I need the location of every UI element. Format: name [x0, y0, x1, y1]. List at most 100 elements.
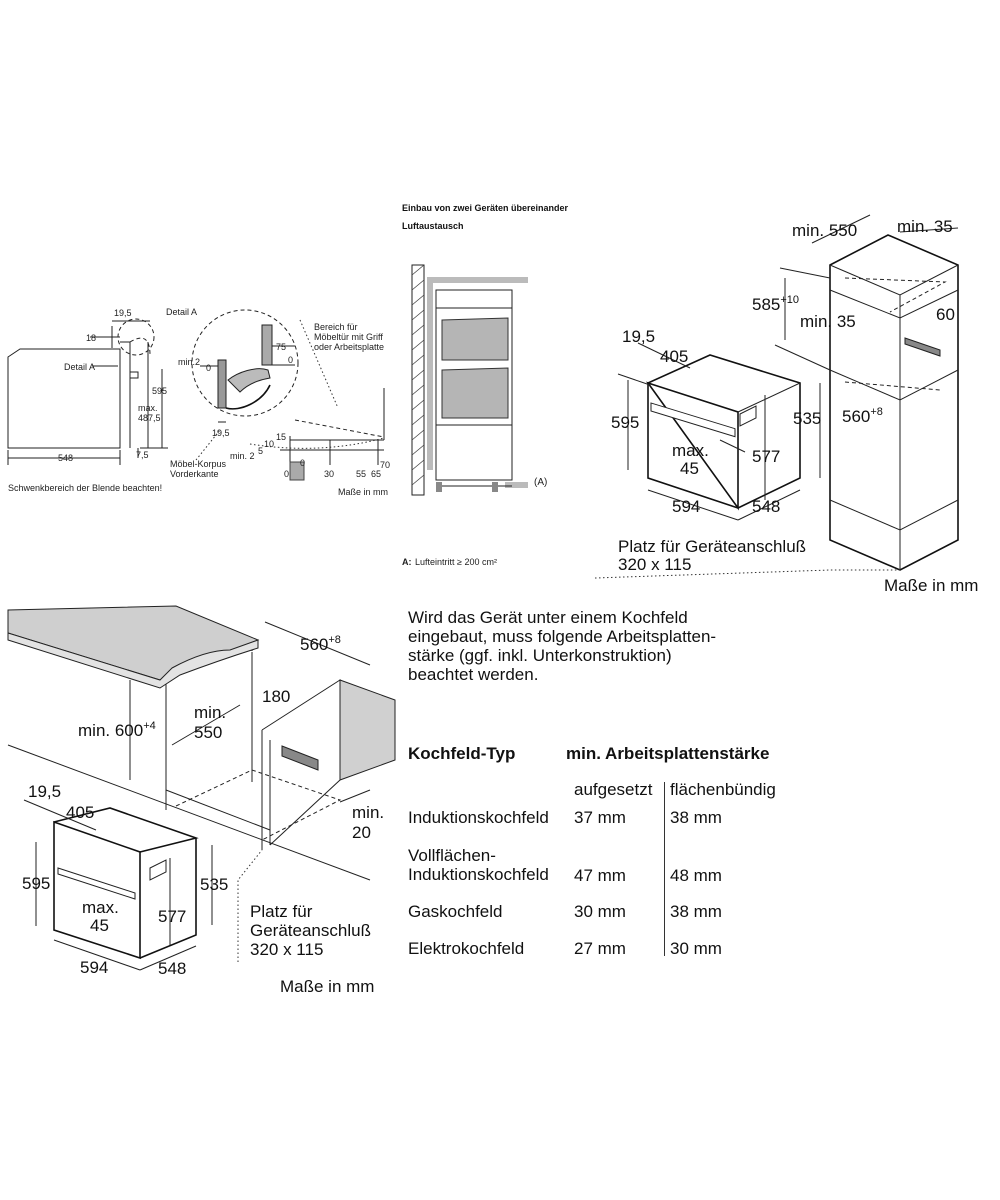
dim-585: 585+10 — [752, 294, 799, 314]
dim-595: 595 — [152, 386, 167, 396]
worktop-note: Wird das Gerät unter einem Kochfeld eing… — [408, 608, 828, 684]
detail-75: 75 — [276, 342, 286, 352]
dim-560-bottom: 560+8 — [300, 634, 341, 654]
dim-180: 180 — [262, 687, 290, 706]
dim-595-bottom: 595 — [22, 874, 50, 893]
detail-a-marker — [117, 318, 155, 356]
swivel-0-a: 0 — [300, 458, 305, 468]
note-line: beachtet werden. — [408, 665, 539, 684]
stacked-installation-diagram: Einbau von zwei Geräten übereinander Luf… — [402, 203, 569, 567]
appliance-frame — [261, 324, 273, 366]
swivel-min-2: min. 2 — [230, 451, 255, 461]
dim-548-right: 548 — [752, 497, 780, 516]
note-line: eingebaut, muss folgende Arbeitsplatten- — [408, 627, 717, 646]
area-note-1: Bereich für — [314, 322, 358, 332]
inlet-marker: (A) — [534, 477, 547, 488]
swivel-0-b: 0 — [284, 469, 289, 479]
oven-side-outline — [7, 348, 121, 449]
dim-max: max. — [138, 403, 158, 413]
tall-cabinet — [829, 234, 959, 571]
col-header-min-thickness: min. Arbeitsplattenstärke — [566, 744, 770, 763]
dim-548: 548 — [58, 453, 73, 463]
note-line: Wird das Gerät unter einem Kochfeld — [408, 608, 688, 627]
dim-405-right: 405 — [660, 347, 688, 366]
detail-0-a: 0 — [206, 363, 211, 373]
swivel-15: 15 — [276, 432, 286, 442]
dim-19-5-right: 19,5 — [622, 327, 655, 346]
dim-min-35-top: min. 35 — [897, 217, 953, 236]
dim-548-bottom: 548 — [158, 959, 186, 978]
dim-min-550-b: 550 — [194, 723, 222, 742]
worktop-right — [339, 679, 396, 781]
side-view-diagram: 19,5 18 Detail A 595 max. 487,5 548 7,5 … — [7, 308, 168, 493]
dim-min-550: min. 550 — [792, 221, 857, 240]
value-surface: 30 mm — [574, 902, 626, 921]
units-top-right: Maße in mm — [884, 576, 978, 595]
worktop — [7, 605, 260, 681]
swivel-30: 30 — [324, 469, 334, 479]
control-panel — [739, 405, 757, 427]
hob-name-cont: Induktionskochfeld — [408, 865, 549, 884]
hob-name: Induktionskochfeld — [408, 808, 549, 827]
col-header-hob-type: Kochfeld-Typ — [408, 744, 516, 763]
units-bottom: Maße in mm — [280, 977, 374, 996]
oven-front-panel — [120, 341, 131, 448]
swivel-65: 65 — [371, 469, 381, 479]
dim-18: 18 — [86, 333, 96, 343]
hob-name: Elektrokochfeld — [408, 939, 525, 958]
swivel-55: 55 — [356, 469, 366, 479]
dim-min-550-a: min. — [194, 703, 226, 722]
upper-oven — [441, 317, 509, 361]
connection-space-b3: 320 x 115 — [250, 940, 323, 959]
connection-space-b1: Platz für — [250, 902, 313, 921]
column-divider — [664, 782, 665, 956]
handle-profile — [227, 368, 271, 393]
stacked-title: Einbau von zwei Geräten übereinander — [402, 203, 569, 213]
detail-a-label: Detail A — [64, 362, 95, 372]
dim-535-right: 535 — [793, 409, 821, 428]
dim-min-600: min. 600+4 — [78, 720, 156, 740]
value-flush: 38 mm — [670, 902, 722, 921]
value-flush: 30 mm — [670, 939, 722, 958]
detail-min-2: min.2 — [178, 357, 200, 367]
detail-a-diagram: Detail A min.2 0 75 0 19,5 Bereich für M… — [166, 307, 384, 479]
detail-a-circle — [191, 309, 299, 417]
dim-19-5: 19,5 — [114, 308, 132, 318]
note-line: stärke (ggf. inkl. Unterkonstruktion) — [408, 646, 672, 665]
dim-560-right: 560+8 — [842, 406, 883, 426]
stacked-subtitle: Luftaustausch — [402, 221, 464, 231]
connection-space-2: 320 x 115 — [618, 555, 691, 574]
dim-595-right: 595 — [611, 413, 639, 432]
hob-name: Gaskochfeld — [408, 902, 503, 921]
carcass-note-2: Vorderkante — [170, 469, 219, 479]
dim-45-right: 45 — [680, 459, 699, 478]
dim-594-right: 594 — [672, 497, 700, 516]
swivel-note: Schwenkbereich der Blende beachten! — [8, 483, 162, 493]
cabinet — [435, 289, 513, 481]
furniture-panel — [217, 359, 227, 409]
value-surface: 37 mm — [574, 808, 626, 827]
dim-19-5-bottom: 19,5 — [28, 782, 61, 801]
dim-60: 60 — [936, 305, 955, 324]
oven-handle-bottom — [57, 867, 136, 900]
swivel-range-diagram: 15 10 5 min. 2 0 0 30 55 65 70 Maße in m… — [230, 388, 390, 497]
dim-min-20-a: min. — [352, 803, 384, 822]
swivel-10: 10 — [264, 439, 274, 449]
swivel-5: 5 — [258, 446, 263, 456]
dim-594-bottom: 594 — [80, 958, 108, 977]
dim-max-bottom: max. — [82, 898, 119, 917]
tall-cabinet-diagram: min. 550 min. 35 585+10 min. 35 60 19,5 … — [594, 214, 978, 595]
dim-577-bottom: 577 — [158, 907, 186, 926]
area-note-2: Möbeltür mit Griff — [314, 332, 383, 342]
dim-535-bottom: 535 — [200, 875, 228, 894]
detail-19-5: 19,5 — [212, 428, 230, 438]
dim-min-20-b: 20 — [352, 823, 371, 842]
dim-577-right: 577 — [752, 447, 780, 466]
sub-header-surface: aufgesetzt — [574, 780, 653, 799]
hob-name: Vollflächen- — [408, 846, 496, 865]
value-flush: 38 mm — [670, 808, 722, 827]
connection-space-b2: Geräteanschluß — [250, 921, 371, 940]
footnote-key: A: — [402, 557, 412, 567]
carcass-note-1: Möbel-Korpus — [170, 459, 227, 469]
